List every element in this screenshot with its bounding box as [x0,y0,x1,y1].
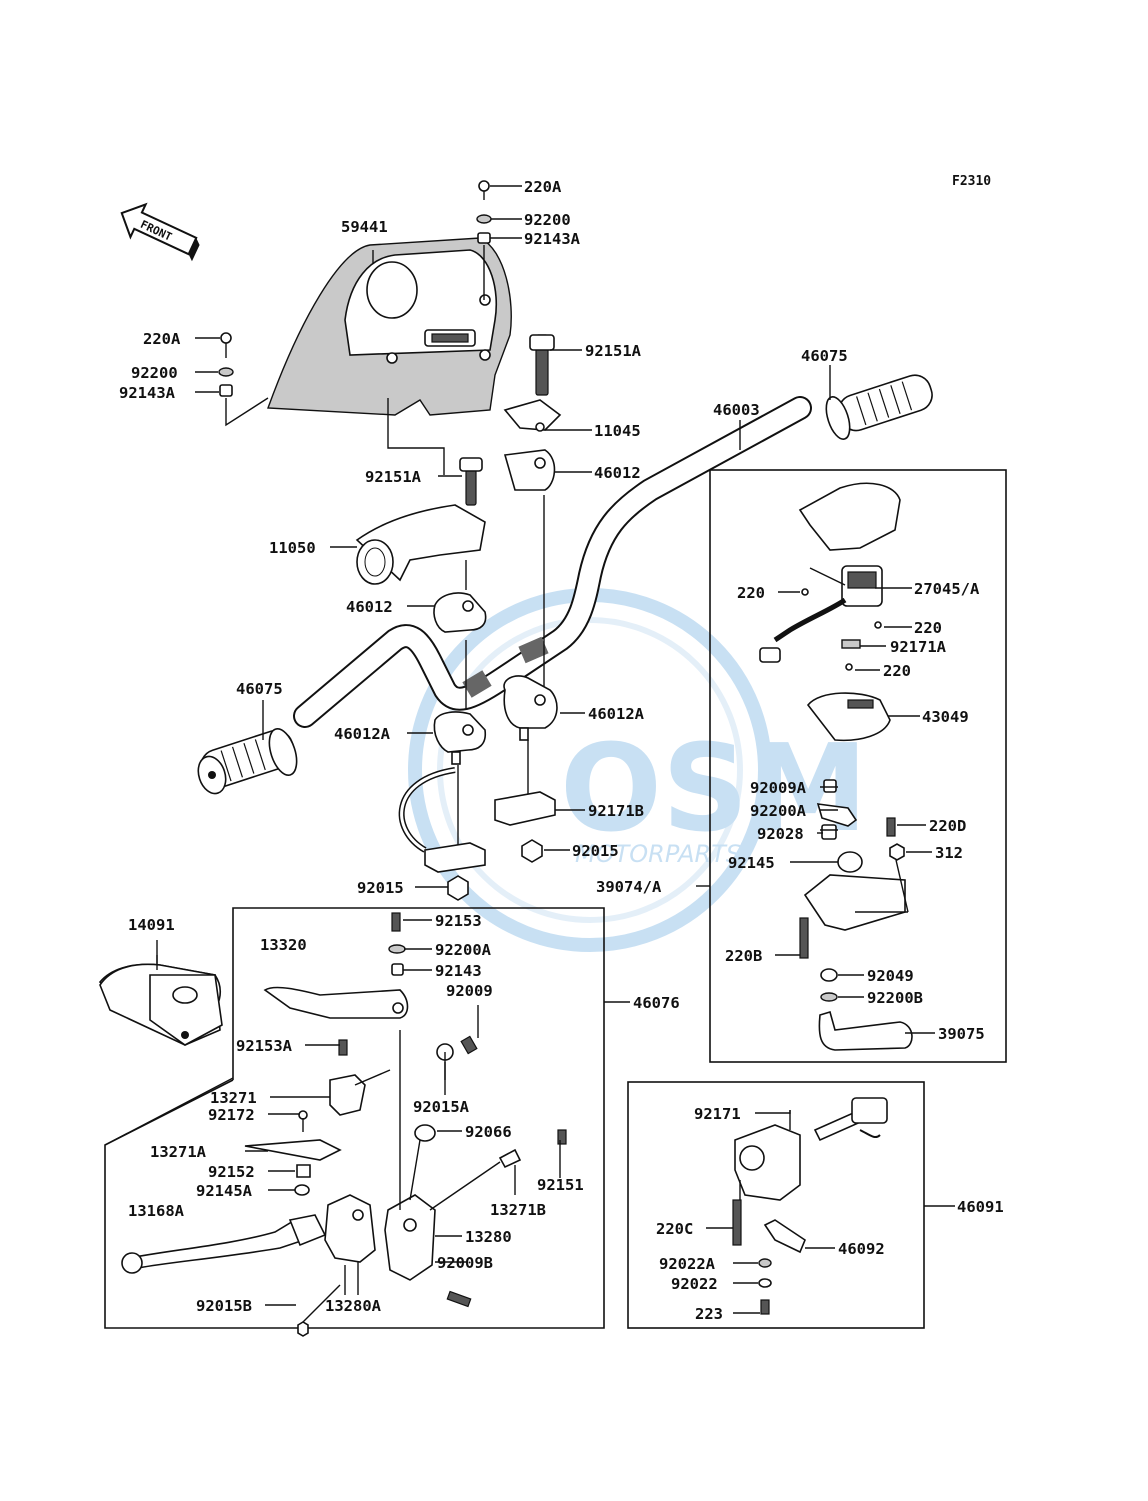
label-92049: 92049 [867,967,914,985]
label-92015-right: 92015 [572,842,619,860]
callout-labels: 220A 92200 92143A 59441 220A 92200 92143… [119,178,1004,1323]
grip-right [825,374,933,440]
label-92145A: 92145A [196,1182,253,1200]
label-92171B: 92171B [588,802,644,820]
label-27045-A: 27045/A [914,580,980,598]
left-switch-group-frame [627,1081,925,1329]
label-220C: 220C [656,1220,693,1238]
label-46092: 46092 [838,1240,885,1258]
label-92153: 92153 [435,912,482,930]
label-11045: 11045 [594,422,641,440]
label-92171: 92171 [694,1105,741,1123]
lever-cover [99,963,223,1046]
right-switch-group-frame [709,469,1007,1063]
label-92022: 92022 [671,1275,718,1293]
label-92200A-right: 92200A [750,802,807,820]
label-13320: 13320 [260,936,307,954]
meter-screw-left [218,332,269,427]
grip-left [197,728,298,795]
label-14091: 14091 [128,916,175,934]
label-220-a: 220 [737,584,765,602]
label-92200-left: 92200 [131,364,178,382]
label-13271: 13271 [210,1089,257,1107]
label-46003: 46003 [713,401,760,419]
label-13280A: 13280A [325,1297,382,1315]
label-92200A-center: 92200A [435,941,492,959]
label-92015A: 92015A [413,1098,470,1116]
label-13168A: 13168A [128,1202,185,1220]
label-46076: 46076 [633,994,680,1012]
label-92022A: 92022A [659,1255,716,1273]
label-43049: 43049 [922,708,969,726]
label-39074-A: 39074/A [596,878,662,896]
label-92015-left: 92015 [357,879,404,897]
right-switch-parts [759,482,913,1051]
figure-code: F2310 [952,174,991,189]
label-92143A-top: 92143A [524,230,581,248]
label-92015B: 92015B [196,1297,252,1315]
label-92145: 92145 [728,854,775,872]
right-holder-stack [494,334,562,863]
label-13280: 13280 [465,1228,512,1246]
label-92151A-left: 92151A [365,468,422,486]
label-59441: 59441 [341,218,388,236]
label-92028: 92028 [757,825,804,843]
label-220B: 220B [725,947,762,965]
label-220A-top: 220A [524,178,562,196]
label-92151A-right: 92151A [585,342,642,360]
watermark-sub: MOTORPARTS [575,840,741,868]
label-92009: 92009 [446,982,493,1000]
label-220-b: 220 [914,619,942,637]
label-92171A: 92171A [890,638,947,656]
label-46012A-right: 46012A [588,705,645,723]
label-223: 223 [695,1305,723,1323]
label-39075: 39075 [938,1025,985,1043]
front-arrow-icon: FRONT [120,202,200,262]
label-92009A: 92009A [750,779,807,797]
meter-screw-top [476,180,492,300]
label-220D: 220D [929,817,966,835]
label-92172: 92172 [208,1106,255,1124]
label-92153A: 92153A [236,1037,293,1055]
label-92009B: 92009B [437,1254,493,1272]
label-46012A-left: 46012A [334,725,391,743]
label-92152: 92152 [208,1163,255,1181]
label-312: 312 [935,844,963,862]
label-13271A: 13271A [150,1143,207,1161]
label-92200B: 92200B [867,989,923,1007]
label-92143: 92143 [435,962,482,980]
label-220A-left: 220A [143,330,181,348]
label-46012-left: 46012 [346,598,393,616]
handlebar [293,396,812,728]
label-46075-left: 46075 [236,680,283,698]
label-46091: 46091 [957,1198,1004,1216]
label-92151: 92151 [537,1176,584,1194]
label-11050: 11050 [269,539,316,557]
label-46012-right: 46012 [594,464,641,482]
left-switch-parts [732,1097,888,1315]
meter-cover [267,237,512,416]
left-holder-stack [355,457,487,901]
label-13271B: 13271B [490,1201,546,1219]
label-92066: 92066 [465,1123,512,1141]
label-92200-top: 92200 [524,211,571,229]
leader-lines [195,185,955,1314]
watermark-main: OSM [560,720,868,859]
label-220-c: 220 [883,662,911,680]
label-92143A-left: 92143A [119,384,176,402]
label-46075-right: 46075 [801,347,848,365]
